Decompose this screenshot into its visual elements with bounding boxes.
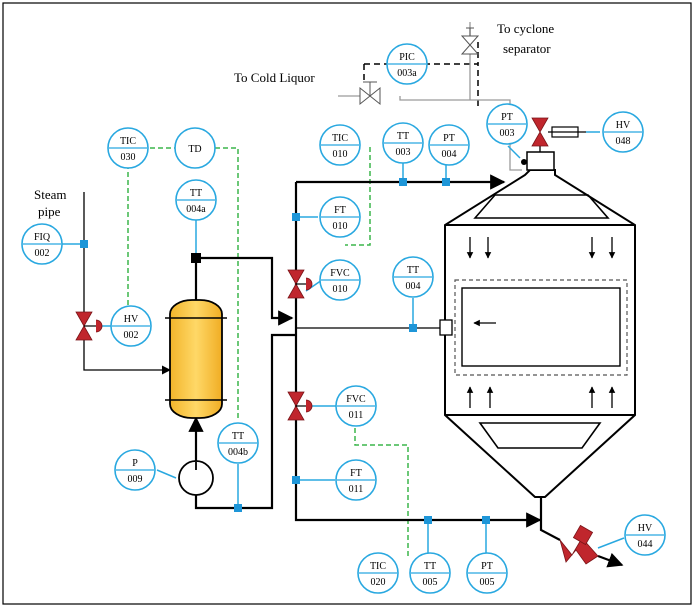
pump-symbol <box>178 460 214 496</box>
instrument-tt-005: TT 005 <box>409 552 451 594</box>
to-cyclone-label: To cyclone <box>497 21 554 36</box>
hv044-outlet-pipe <box>597 552 624 568</box>
instrument-tag: TT <box>190 188 202 199</box>
instrument-number: 003 <box>396 147 411 158</box>
instrument-fiq-002: FIQ 002 <box>21 223 63 265</box>
instrument-tag: TT <box>407 265 419 276</box>
hv044-line <box>597 537 625 549</box>
p009-line <box>156 469 177 479</box>
return-pipe <box>194 333 296 510</box>
instrument-tag: PT <box>443 133 455 144</box>
instrument-number: 004 <box>406 281 421 292</box>
instrument-number: 002 <box>35 248 50 259</box>
instrument-hv-002: HV 002 <box>110 305 152 347</box>
instrument-hv-048: HV 048 <box>602 111 644 153</box>
hx-outlet-pipe <box>196 256 294 326</box>
instrument-tt-004b: TT 004b <box>217 422 259 464</box>
instrument-fvc-011: FVC 011 <box>335 385 377 427</box>
nozzle-tap-dot <box>521 159 527 165</box>
instrument-tag: TT <box>424 561 436 572</box>
instrument-circle <box>174 127 216 169</box>
hv044-valve <box>559 524 599 565</box>
instrument-number: 044 <box>638 539 653 550</box>
instrument-tag: PIC <box>399 52 415 63</box>
fvc011-tt005-link <box>354 420 409 558</box>
outer-border <box>2 2 692 605</box>
instrument-tag: TIC <box>332 133 348 144</box>
pipe-label: pipe <box>38 204 61 219</box>
steam-control-valve <box>75 311 103 341</box>
instrument-fvc-010: FVC 010 <box>319 259 361 301</box>
bottom-outlet-pipe <box>539 497 561 541</box>
instrument-number: 011 <box>349 484 364 495</box>
cyclone-valve <box>460 27 480 55</box>
instrument-pt-005: PT 005 <box>466 552 508 594</box>
instrument-tag: FIQ <box>34 232 51 243</box>
instrument-number: 030 <box>121 152 136 163</box>
instrument-number: 020 <box>371 577 386 588</box>
instrument-number: 009 <box>128 474 143 485</box>
separator-label: separator <box>503 41 551 56</box>
instrument-number: 010 <box>333 149 348 160</box>
steam-label: Steam <box>34 187 67 202</box>
instrument-td: TD <box>174 127 216 169</box>
instrument-tag: HV <box>638 523 653 534</box>
instrument-tag: FVC <box>330 268 350 279</box>
instrument-tag: HV <box>616 120 631 131</box>
instrument-p-009: P 009 <box>114 449 156 491</box>
instrument-tag: TT <box>397 131 409 142</box>
pt003-line <box>507 145 521 159</box>
instrument-tag: PT <box>501 112 513 123</box>
instrument-tt-004a: TT 004a <box>175 179 217 221</box>
instrument-pic-003a: PIC 003a <box>386 43 428 85</box>
instrument-tag: TIC <box>370 561 386 572</box>
instrument-tic-030: TIC 030 <box>107 127 149 169</box>
instrument-number: 048 <box>616 136 631 147</box>
to-cold-liquor-label: To Cold Liquor <box>234 70 315 85</box>
instrument-tag: PT <box>481 561 493 572</box>
instrument-number: 004b <box>228 447 248 458</box>
main-vessel <box>439 151 636 498</box>
instrument-tt-004: TT 004 <box>392 256 434 298</box>
instrument-number: 010 <box>333 221 348 232</box>
instrument-tic-020: TIC 020 <box>357 552 399 594</box>
instrument-number: 005 <box>480 577 495 588</box>
instrument-number: 004 <box>442 149 457 160</box>
instrument-number: 002 <box>124 330 139 341</box>
instrument-number: 005 <box>423 577 438 588</box>
instrument-number: 010 <box>333 284 348 295</box>
instrument-tag: FT <box>350 468 362 479</box>
instrument-tag: HV <box>124 314 139 325</box>
instrument-number: 004a <box>186 204 206 215</box>
instrument-tag: TT <box>232 431 244 442</box>
instrument-ft-010: FT 010 <box>319 196 361 238</box>
instrument-tag: FT <box>334 205 346 216</box>
instrument-ft-011: FT 011 <box>335 459 377 501</box>
heat-exchanger <box>165 253 227 419</box>
pic-valve <box>359 81 381 106</box>
steam-pipe <box>83 192 171 375</box>
fvc010-valve <box>287 269 313 299</box>
tap-points <box>80 178 490 524</box>
instrument-layer: PIC003aPT003HV048TIC030TDTT004aFIQ002HV0… <box>21 43 666 594</box>
instrument-pt-003: PT 003 <box>486 103 528 145</box>
instrument-tag: FVC <box>346 394 366 405</box>
instrument-tic-010: TIC 010 <box>319 124 361 166</box>
instrument-hv-044: HV 044 <box>624 514 666 556</box>
instrument-tag: TD <box>188 144 201 155</box>
instrument-tag: TIC <box>120 136 136 147</box>
hv048-valve <box>531 117 586 147</box>
instrument-tt-003: TT 003 <box>382 122 424 164</box>
instrument-number: 011 <box>349 410 364 421</box>
fvc011-valve <box>287 391 313 421</box>
instrument-number: 003 <box>500 128 515 139</box>
td-tt004b-link <box>215 147 239 420</box>
instrument-tag: P <box>132 458 138 469</box>
instrument-pt-004: PT 004 <box>428 124 470 166</box>
instrument-number: 003a <box>397 68 417 79</box>
